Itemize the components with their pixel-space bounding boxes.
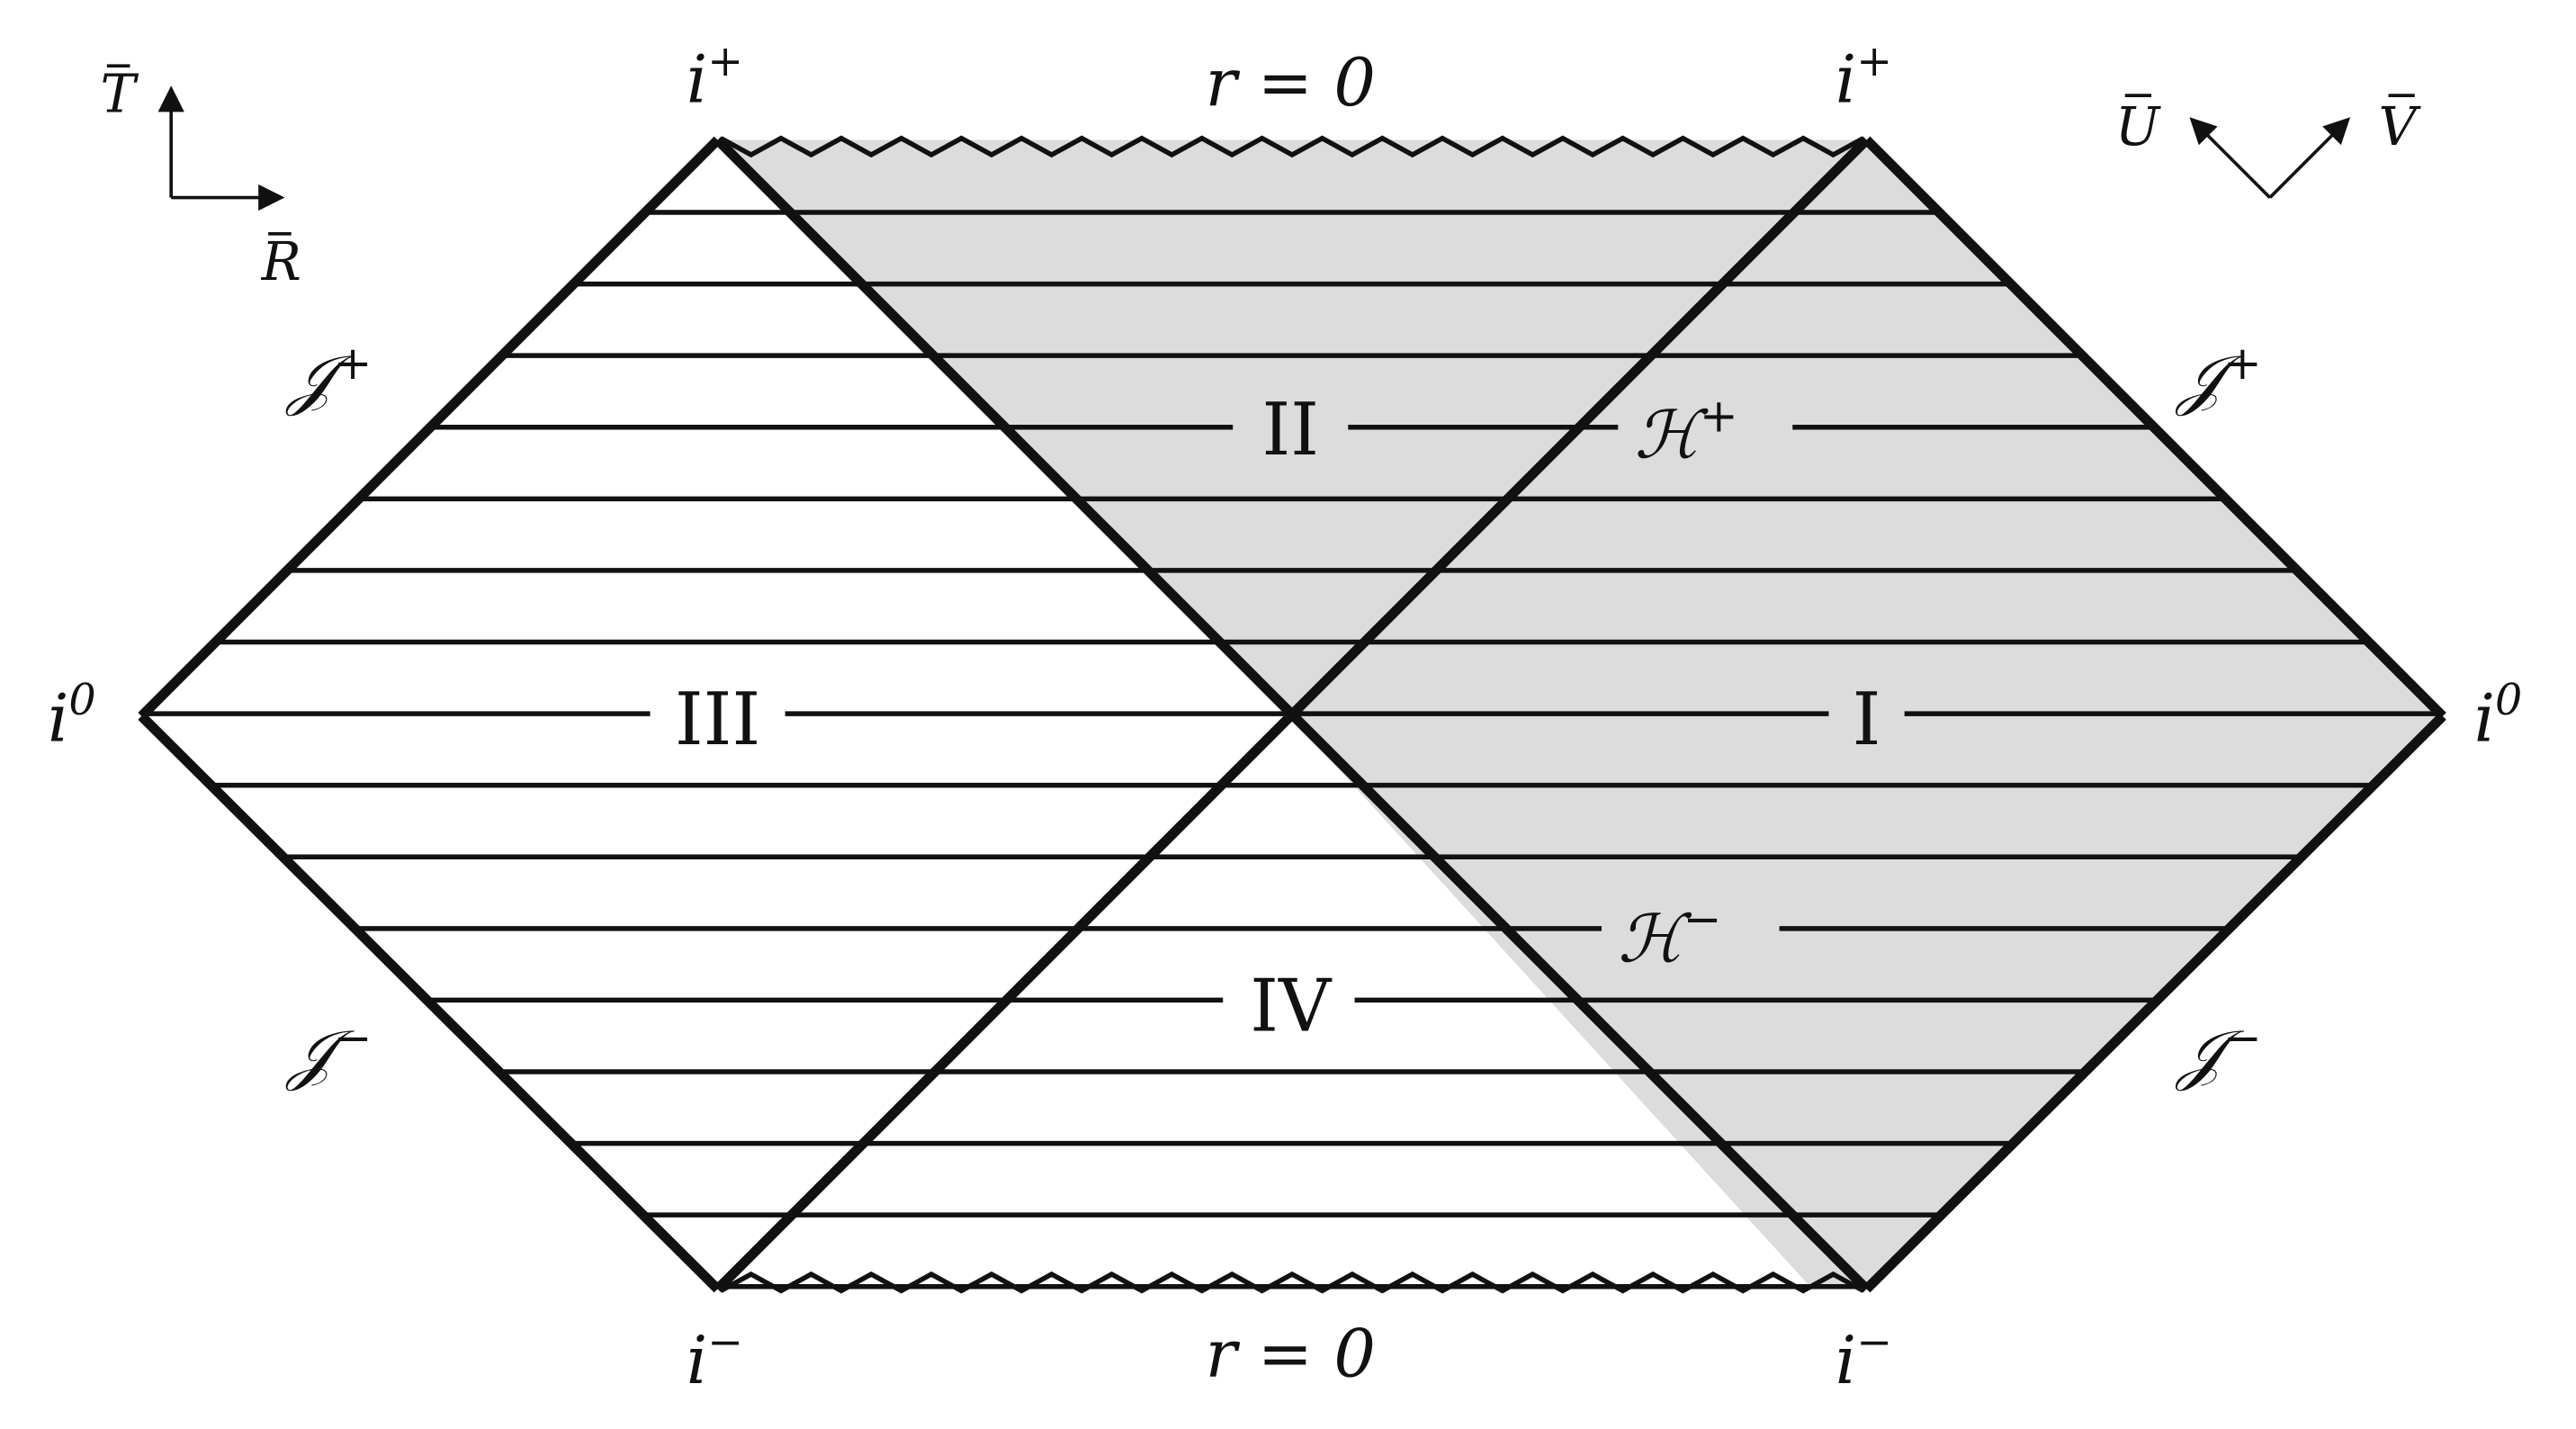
i-minus-left: i− [687,1318,743,1399]
horizon-lines [714,136,1871,1293]
scri-plus-right: 𝒥+ [2175,337,2261,418]
horizon-label-past: ℋ− [1618,893,1721,977]
axis-label-T: T [101,63,139,124]
singularity-bottom-zigzag [719,1271,1865,1294]
axis-label-R: R [261,231,301,292]
horizon-label-future: ℋ+ [1635,389,1738,473]
singularity-label-bottom: r = 0 [1206,1316,1376,1392]
region-label-I: I [1853,677,1881,761]
past-horizon-line [714,136,1871,1293]
null-infinity-boundary [138,136,2446,1293]
scri-minus-right: 𝒥− [2175,1011,2261,1093]
i-minus-right: i− [1836,1318,1892,1399]
axis-label-V: V [2379,96,2422,157]
i-plus-left: i+ [687,37,743,118]
label-gap-III [650,675,785,758]
label-gap-hminus [1602,895,1780,972]
label-gap-I [1828,675,1905,758]
region-label-II: II [1261,387,1319,472]
i-zero-left: i0 [48,676,96,757]
singularity-top-zigzag [719,135,1865,158]
label-gap-IV [1223,965,1355,1044]
region-label-IV: IV [1250,963,1333,1047]
axis-label-U: U [2115,96,2161,157]
i-zero-right: i0 [2474,676,2523,757]
singularity-label-top: r = 0 [1206,45,1376,121]
label-gap-hplus [1618,388,1793,468]
uv-axes [2189,117,2351,199]
label-gap-II [1233,388,1349,468]
scri-plus-left: 𝒥+ [285,337,372,418]
scri-minus-left: 𝒥− [285,1011,372,1093]
tr-axes [157,85,285,211]
region-label-III: III [675,677,760,761]
i-plus-right: i+ [1836,37,1892,118]
